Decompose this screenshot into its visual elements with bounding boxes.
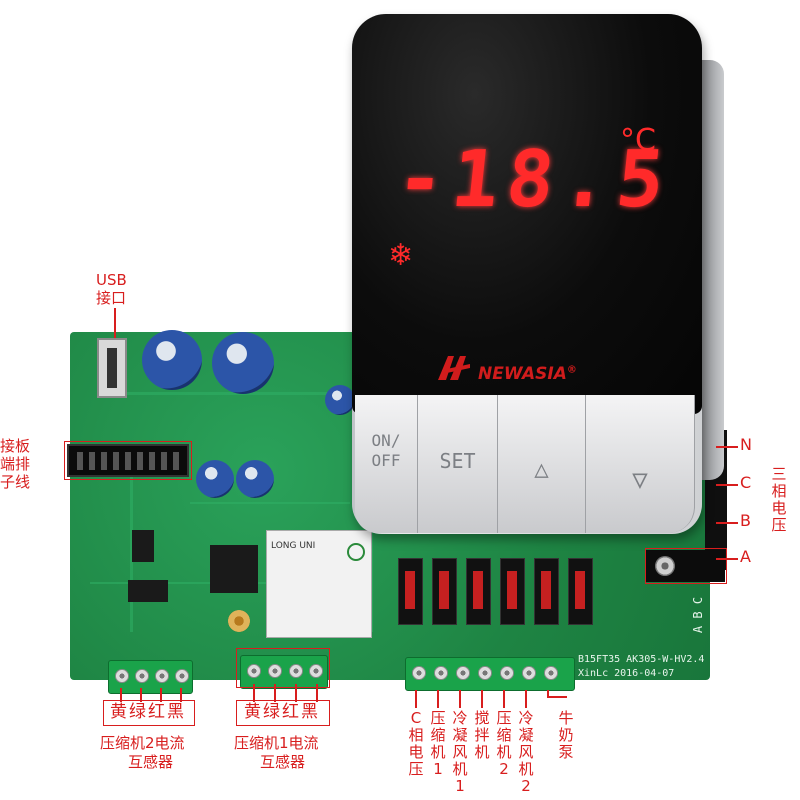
ct2-leaders (120, 688, 122, 702)
relay (398, 558, 423, 625)
up-button[interactable]: △ (498, 395, 586, 533)
header-label-2: 端排 (0, 455, 31, 473)
condenser-fan1-label: 冷凝风机1 (452, 709, 468, 795)
chip (210, 545, 258, 593)
terminal-block-outputs (405, 657, 575, 691)
phase-terminal-highlight (645, 548, 727, 584)
output-leader (437, 690, 439, 708)
output-leader (459, 690, 461, 708)
output-leader (547, 690, 549, 698)
brand-logo-icon (438, 356, 470, 380)
usb-leader (114, 308, 116, 338)
down-button[interactable]: ▽ (586, 395, 695, 533)
temperature-unit: °C (620, 123, 656, 158)
pcb-phase-marks: A B C (691, 596, 706, 634)
ct1-color-box (236, 700, 330, 726)
phase-b-label: B (740, 511, 751, 530)
phase-a-leader (716, 558, 738, 560)
set-button[interactable]: SET (418, 395, 498, 533)
thermostat-keypad: ON/ OFF SET △ ▽ (355, 395, 695, 533)
ct1-leader (295, 684, 297, 702)
ct2-color-label: 黄绿红黑 (110, 702, 186, 722)
stirrer-label: 搅拌机 (474, 709, 490, 761)
terminal-block-ct2 (108, 660, 193, 694)
ct2-leader (160, 688, 162, 702)
capacitor (212, 332, 274, 394)
phase-b-leader (716, 522, 738, 524)
ct2-label-line2: 互感器 (128, 753, 174, 771)
ct1-label-line2: 互感器 (260, 753, 306, 771)
ct2-leader (140, 688, 142, 702)
usb-label: USB (96, 271, 127, 289)
capacitor (325, 385, 355, 415)
c-phase-voltage-label: C相电压 (408, 709, 424, 778)
module-brand: LONG UNI (271, 541, 316, 551)
capacitor (236, 460, 274, 498)
three-phase-voltage-label: 三相电压 (771, 465, 787, 534)
output-leader (481, 690, 483, 708)
usb-port-label: 接口 (96, 289, 127, 307)
output-leader (547, 696, 567, 698)
relay (568, 558, 593, 625)
header-label-1: 接板 (0, 437, 31, 455)
phase-n-leader (716, 446, 738, 448)
board-header-connector (67, 444, 189, 477)
thermostat-side (702, 60, 724, 480)
terminal-block-ct1 (240, 655, 328, 689)
capacitor (196, 460, 234, 498)
ct1-leader (316, 684, 318, 702)
pcb-model-text: B15FT35 AK305-W-HV2.4 (578, 654, 705, 665)
ct1-terminal-highlight (236, 648, 330, 688)
capacitor (142, 330, 202, 390)
ct1-color-label: 黄绿红黑 (244, 702, 320, 722)
chip (132, 530, 154, 562)
antenna-connector (228, 610, 250, 632)
main-phase-terminal (645, 550, 725, 582)
ct1-leader (253, 684, 255, 702)
condenser-fan2-label: 冷凝风机2 (518, 709, 534, 795)
chip (128, 580, 168, 602)
output-leader (415, 690, 417, 708)
ct2-leader (180, 688, 182, 702)
snowflake-icon: ❄ (388, 238, 414, 273)
phase-n-label: N (740, 435, 752, 454)
ct2-label-line1: 压缩机2电流 (100, 734, 185, 752)
phase-c-label: C (740, 473, 752, 492)
relay (534, 558, 559, 625)
milk-pump-label: 牛奶泵 (558, 709, 574, 761)
on-off-button[interactable]: ON/ OFF (355, 395, 418, 533)
relay (466, 558, 491, 625)
compressor2-label: 压缩机2 (496, 709, 512, 778)
header-highlight (64, 441, 192, 480)
relay (432, 558, 457, 625)
phase-a-label: A (740, 547, 751, 566)
ct1-label-line1: 压缩机1电流 (234, 734, 319, 752)
ct2-color-box (103, 700, 195, 726)
relay (500, 558, 525, 625)
header-label-3: 子线 (0, 473, 31, 491)
pcb-date-text: XinLc 2016-04-07 (578, 668, 675, 679)
compressor1-label: 压缩机1 (430, 709, 446, 778)
brand-name: NEWASIA® (478, 364, 577, 384)
wireless-module: LONG UNI (266, 530, 372, 638)
usb-port (97, 338, 127, 398)
ct1-leader (274, 684, 276, 702)
thermostat-display (352, 14, 702, 414)
output-leader (503, 690, 505, 708)
phase-c-leader (716, 484, 738, 486)
output-leader (525, 690, 527, 708)
